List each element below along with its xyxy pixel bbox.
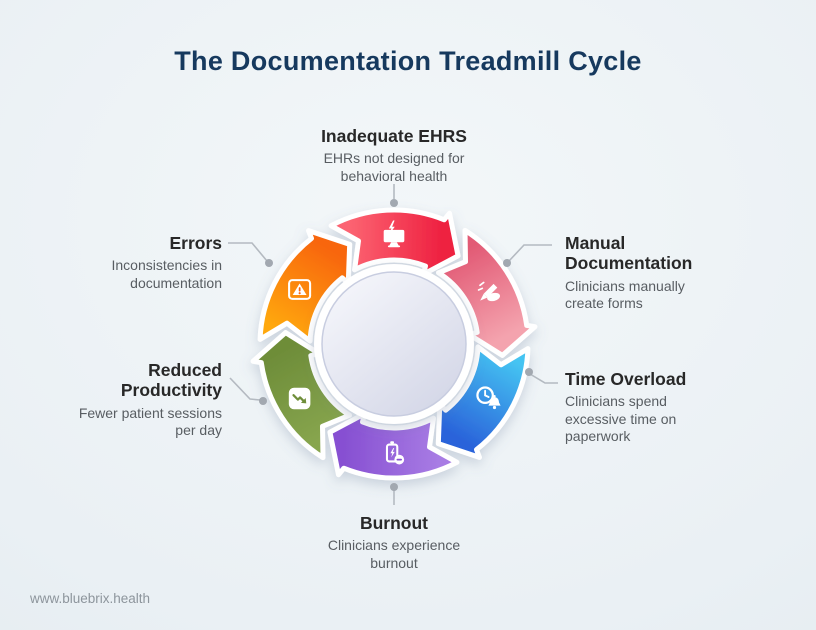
label-burnout: Burnout Clinicians experience burnout: [294, 513, 494, 572]
label-reduced-productivity-description: Fewer patient sessions per day: [78, 404, 222, 438]
connector-manual-documentation-dot: [503, 259, 511, 267]
label-time-overload-description: Clinicians spend excessive time on paper…: [565, 393, 677, 445]
connector-reduced-productivity-dot: [259, 397, 267, 405]
connector-reduced-productivity-line: [229, 377, 261, 401]
center-circle: [321, 271, 467, 417]
label-burnout-description: Clinicians experience burnout: [327, 537, 461, 571]
label-reduced-productivity-title: Reduced Productivity: [120, 360, 222, 401]
label-time-overload: Time Overload Clinicians spend excessive…: [565, 369, 740, 445]
connector-errors-dot: [265, 259, 273, 267]
trend-down-icon: [287, 386, 312, 411]
connector-lines: [228, 184, 558, 505]
connector-manual-documentation-line: [508, 244, 552, 262]
connector-time-overload-dot: [525, 368, 533, 376]
segment-burnout: [327, 411, 460, 481]
label-time-overload-title: Time Overload: [565, 369, 687, 389]
label-errors-description: Inconsistencies in documentation: [111, 257, 222, 291]
label-inadequate-ehrs-description: EHRs not designed for behavioral health: [323, 150, 465, 184]
label-manual-documentation-title: Manual Documentation: [565, 233, 693, 274]
footer-url: www.bluebrix.health: [30, 591, 151, 606]
segment-errors: [257, 228, 353, 344]
page-title: The Documentation Treadmill Cycle: [174, 46, 642, 76]
label-errors-title: Errors: [169, 233, 222, 253]
connector-errors-line: [228, 242, 268, 262]
label-burnout-title: Burnout: [359, 513, 429, 533]
connector-inadequate-ehrs-dot: [390, 199, 398, 207]
label-manual-documentation-description: Clinicians manually create forms: [565, 277, 685, 311]
label-errors: Errors Inconsistencies in documentation: [62, 233, 222, 292]
connector-burnout-dot: [390, 483, 398, 491]
label-reduced-productivity: Reduced Productivity Fewer patient sessi…: [32, 360, 222, 439]
connector-time-overload-line: [529, 373, 558, 384]
label-manual-documentation: Manual Documentation Clinicians manually…: [565, 233, 735, 312]
label-inadequate-ehrs: Inadequate EHRS EHRs not designed for be…: [294, 126, 494, 185]
label-inadequate-ehrs-title: Inadequate EHRS: [321, 126, 467, 146]
